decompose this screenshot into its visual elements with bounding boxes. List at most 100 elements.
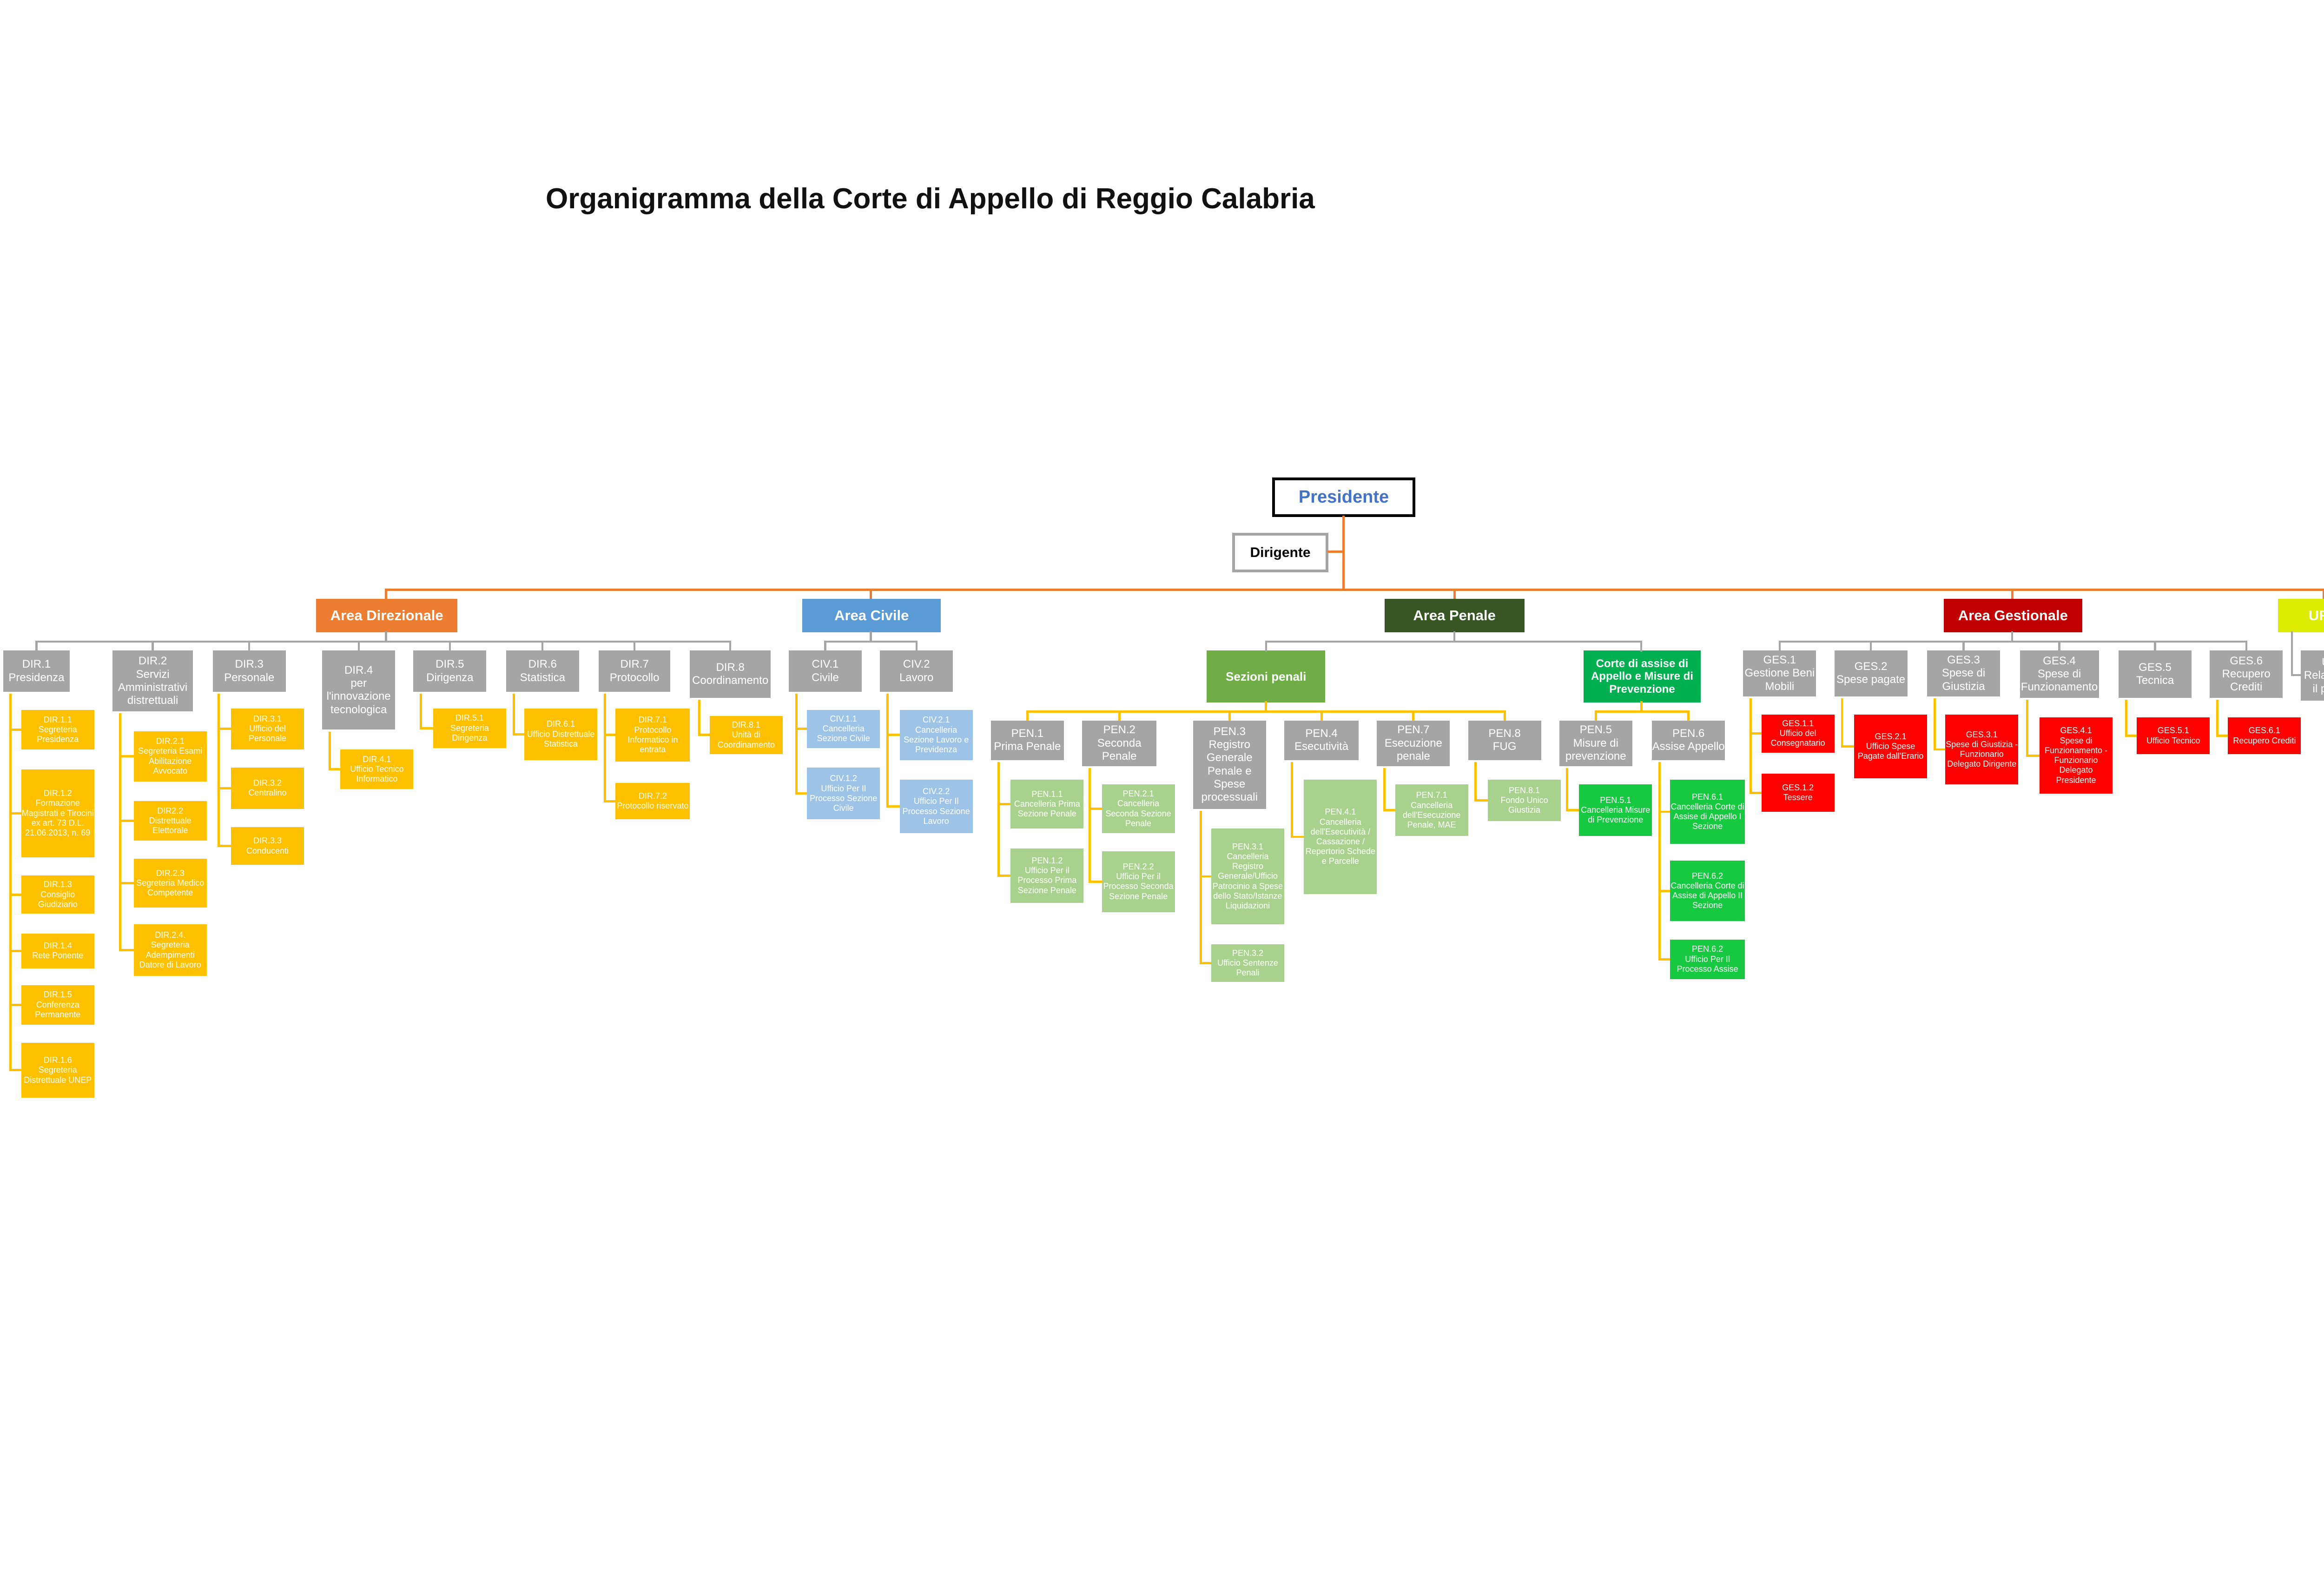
connector-line <box>2125 699 2127 737</box>
connector-line <box>119 713 121 952</box>
connector-line <box>2058 640 2060 652</box>
connector-line <box>2154 640 2156 652</box>
connector-line <box>997 762 1000 877</box>
connector-line <box>35 640 38 652</box>
unit-name: Cancelleria Sezione Lavoro e Previdenza <box>904 725 969 755</box>
unit-name: Unità di Coordinamento <box>717 730 775 749</box>
unit-name: Cancelleria Prima Sezione Penale <box>1014 799 1080 819</box>
unit-code: GES.3.1 <box>1966 729 1998 739</box>
unit-name: Formazione Magistrati e Tirocini ex art.… <box>21 798 94 838</box>
unit-code: DIR.6 <box>528 658 557 671</box>
connector-line <box>1265 640 1267 652</box>
connector-line <box>1342 516 1345 591</box>
unit-name: Distrettuale Elettorale <box>149 816 191 835</box>
connector-line <box>870 631 872 643</box>
unit-name: Cancelleria Registro Generale/Ufficio Pa… <box>1212 851 1283 911</box>
connector-line <box>119 949 135 952</box>
connector-line <box>1290 835 1305 838</box>
unit-code: DIR.2.4. <box>155 930 186 940</box>
unit-code: GES.2.1 <box>1875 731 1907 741</box>
connector-line <box>1199 810 1202 964</box>
connector-line <box>1474 799 1489 802</box>
unit-name: FUG <box>1492 740 1517 753</box>
unit-code: DIR.5.1 <box>455 713 484 723</box>
connector-line <box>795 728 808 730</box>
dirigente-box: Dirigente <box>1232 533 1328 572</box>
unit-code: PEN.6.1 <box>1692 792 1723 802</box>
unit-name: Recupero Crediti <box>2233 736 2296 745</box>
connector-line <box>2011 631 2014 643</box>
connector-line <box>9 949 23 952</box>
unit-name: Coordinamento <box>692 674 769 687</box>
unit-code: DIR.3 <box>235 658 264 671</box>
connector-line <box>1088 768 1091 883</box>
connector-line <box>698 734 711 736</box>
unit-name: Segreteria Adempimenti Datore di Lavoro <box>139 940 201 969</box>
unit-name: Centralino <box>248 788 287 798</box>
connector-line <box>1265 640 1643 643</box>
presidente-box: Presidente <box>1272 477 1415 517</box>
unit-name: Ufficio Tecnico <box>2146 736 2200 745</box>
unit-name: Segreteria Distrettuale UNEP <box>24 1065 92 1085</box>
group-sezioni-penali: Sezioni penali <box>1207 650 1326 703</box>
connector-line <box>1327 550 1345 553</box>
connector-line <box>1474 762 1477 802</box>
connector-line <box>1118 710 1121 722</box>
connector-line <box>2291 631 2293 676</box>
unit-name: Seconda Penale <box>1097 736 1142 763</box>
connector-line <box>1841 698 1843 748</box>
unit-name: Rete Ponente <box>32 951 84 961</box>
unit-name: Cancelleria dell'Esecutività / Cassazion… <box>1305 817 1375 866</box>
connector-line <box>1383 809 1397 812</box>
connector-line <box>512 693 515 736</box>
unit-code: GES.5 <box>2139 661 2172 674</box>
connector-line <box>634 640 636 652</box>
connector-line <box>1658 762 1661 961</box>
unit-code: PEN.7.1 <box>1416 790 1447 800</box>
connector-line <box>1228 710 1231 722</box>
connector-line <box>1026 710 1029 722</box>
unit-name: Registro Generale Penale e Spese process… <box>1201 738 1258 804</box>
unit-name: Civile <box>812 671 839 684</box>
unit-code: CIV.1.2 <box>830 774 857 783</box>
connector-line <box>2011 589 2014 600</box>
unit-code: DIR2.2 <box>157 806 184 815</box>
connector-line <box>915 640 918 652</box>
connector-line <box>2216 735 2229 737</box>
connector-line <box>9 812 23 815</box>
unit-code: DIR.3.1 <box>253 714 282 723</box>
unit-code: PEN.1.2 <box>1031 855 1063 865</box>
connector-line <box>1565 768 1568 812</box>
unit-code: PEN.5 <box>1579 723 1612 736</box>
unit-code: DIR.3.3 <box>253 836 282 846</box>
area-civile: Area Civile <box>802 599 941 633</box>
connector-line <box>795 792 808 795</box>
unit-code: PEN.7 <box>1397 723 1430 736</box>
connector-line <box>1640 701 1643 713</box>
connector-line <box>9 893 23 896</box>
unit-code: PEN.8 <box>1488 727 1521 740</box>
